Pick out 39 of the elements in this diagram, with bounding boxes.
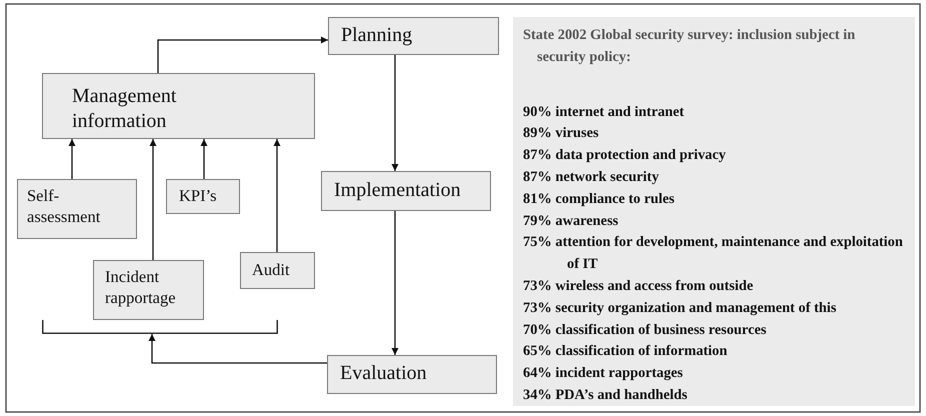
survey-item: 70% classification of business resources bbox=[523, 320, 768, 340]
survey-item: 64% incident rapportages bbox=[523, 364, 684, 384]
survey-item: 73% security organization and management of this bbox=[523, 298, 838, 318]
survey-item: 34% PDA’s and handhelds bbox=[523, 386, 688, 405]
box-label: Audit bbox=[252, 260, 291, 281]
survey-item: 65% classification of information bbox=[523, 342, 728, 362]
box-label: Planning bbox=[341, 23, 414, 48]
process-box bbox=[327, 355, 497, 394]
arrow bbox=[150, 139, 156, 260]
arrow bbox=[392, 55, 398, 171]
process-box bbox=[328, 17, 499, 55]
survey-item: 87% data protection and privacy bbox=[523, 146, 727, 166]
process-box bbox=[17, 179, 137, 239]
arrow bbox=[148, 334, 327, 364]
survey-item: 90% internet and intranet bbox=[523, 102, 686, 122]
panel-heading: State 2002 Global security survey: inclusion subject in security policy: bbox=[523, 26, 856, 67]
process-box bbox=[166, 179, 240, 214]
arrow bbox=[200, 139, 208, 179]
survey-item: 87% network security bbox=[523, 168, 660, 187]
arrow bbox=[157, 36, 328, 73]
survey-item: 89% viruses bbox=[523, 124, 600, 144]
box-label: Implementation bbox=[334, 178, 462, 203]
arrow bbox=[274, 139, 280, 252]
survey-item: 73% wireless and access from outside bbox=[523, 276, 754, 296]
box-label: Incident rapportage bbox=[105, 267, 177, 308]
process-box bbox=[42, 73, 315, 139]
box-label: Evaluation bbox=[340, 361, 428, 386]
box-label: Self- assessment bbox=[27, 186, 102, 228]
survey-item: 81% compliance to rules bbox=[523, 190, 676, 209]
survey-item: 75% attention for development, maintenance and exploitation of IT bbox=[523, 233, 904, 274]
survey-item: 79% awareness bbox=[523, 212, 620, 231]
arrow bbox=[392, 211, 398, 355]
arrow bbox=[68, 139, 76, 179]
process-box bbox=[93, 260, 204, 320]
process-box bbox=[321, 171, 491, 211]
process-box bbox=[240, 252, 315, 289]
box-label: Management information bbox=[72, 84, 178, 134]
bracket bbox=[42, 320, 278, 334]
box-label: KPI’s bbox=[179, 186, 218, 207]
